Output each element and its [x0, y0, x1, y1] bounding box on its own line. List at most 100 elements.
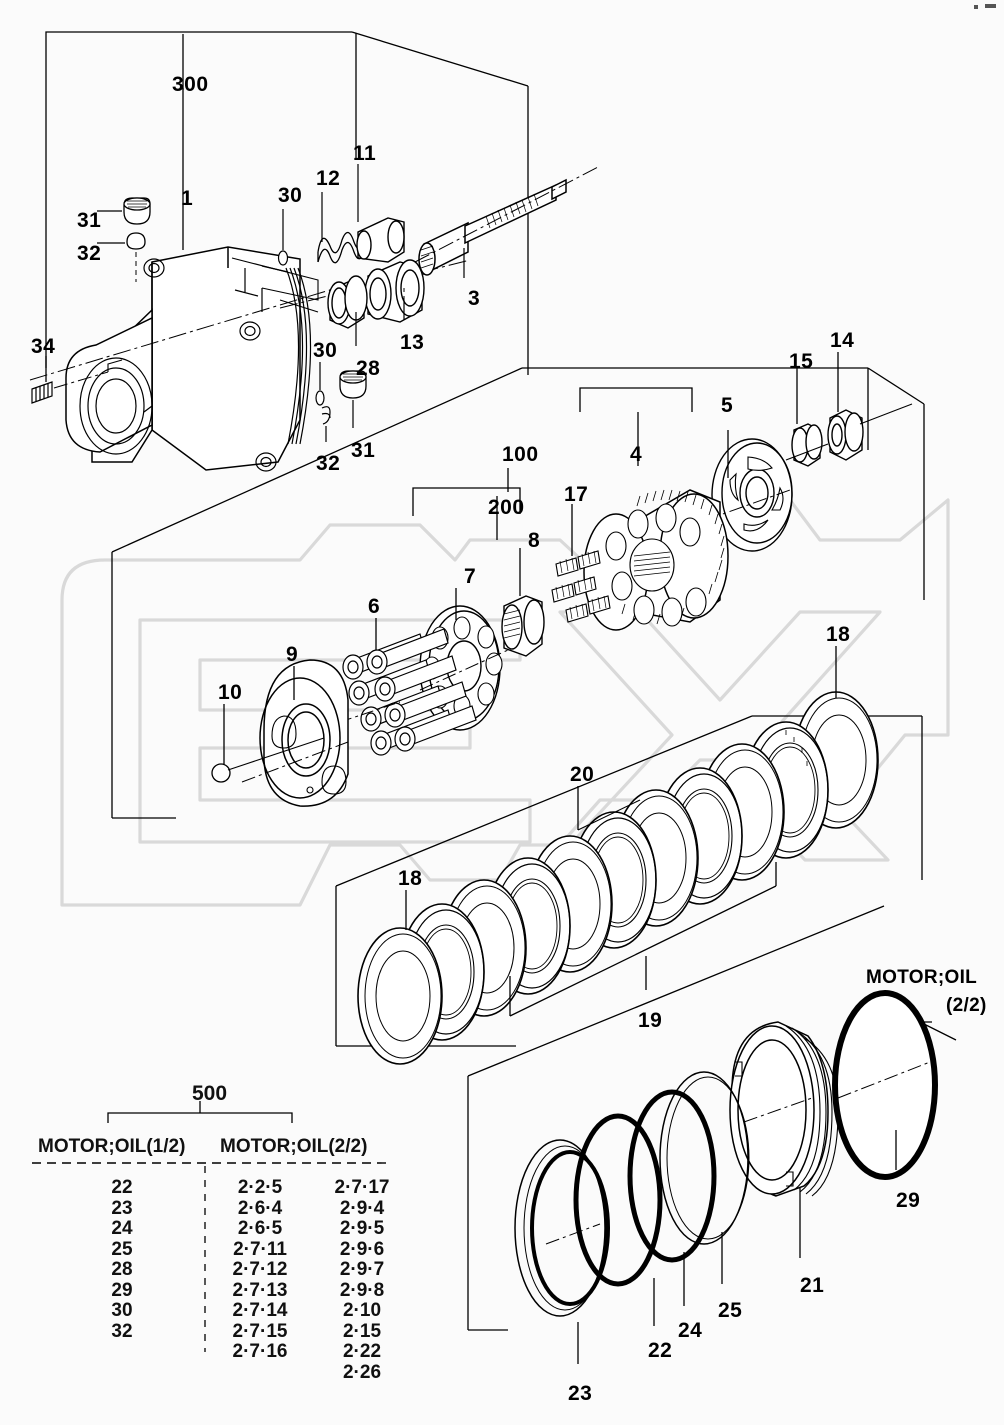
swash-plate-9-detail	[271, 715, 347, 795]
callout-19: 19	[638, 1009, 663, 1032]
table-cell: 2·7·14	[232, 1300, 288, 1321]
callout-11: 11	[353, 142, 377, 165]
callout-25: 25	[718, 1299, 743, 1322]
callout-31-upper: 31	[77, 209, 102, 232]
cylinder-block-4-splines	[633, 551, 671, 577]
callout-32-upper: 32	[77, 242, 102, 265]
axis-5	[705, 489, 791, 521]
callout-21: 21	[800, 1274, 825, 1297]
table-group-number: 500	[192, 1082, 228, 1105]
callout-18-bottom: 18	[398, 867, 423, 890]
callout-18-top: 18	[826, 623, 851, 646]
plug-31-top	[123, 197, 151, 225]
group-300-bracket	[45, 31, 529, 375]
table-cell: 22	[111, 1177, 133, 1198]
disc-18-bottom	[357, 927, 443, 1065]
motor-housing-detail	[79, 258, 312, 472]
table-cell: 23	[111, 1197, 133, 1219]
callout-29: 29	[896, 1189, 921, 1212]
bushing-8-splines	[503, 609, 521, 639]
callout-13: 13	[400, 331, 425, 354]
callout-31-lower: 31	[351, 439, 376, 462]
ball-32-top	[126, 232, 146, 250]
table-cell: 2·9·7	[339, 1259, 385, 1280]
axis-21	[743, 1097, 813, 1123]
callout-8: 8	[528, 529, 541, 552]
callout-7: 7	[464, 565, 477, 588]
pistons-6	[342, 628, 477, 756]
table-cell: 2·9·6	[339, 1238, 385, 1260]
callout-15: 15	[789, 350, 814, 373]
table-header-left: MOTOR;OIL(1/2)	[38, 1136, 186, 1157]
callout-12: 12	[316, 167, 341, 190]
bushing-8	[501, 595, 545, 657]
axis-shaft-3	[414, 165, 601, 263]
swash-plate-9	[259, 659, 349, 807]
cylinder-block-4-bores	[605, 503, 707, 627]
callout-23: 23	[568, 1382, 593, 1405]
oring-30-upper	[277, 250, 289, 266]
axis-23	[545, 1223, 601, 1245]
screw-34	[31, 381, 53, 404]
plug-31-lower-threads	[343, 373, 363, 381]
table-cell: 32	[111, 1320, 133, 1342]
ball-10	[211, 763, 231, 783]
group-100-bracket	[111, 367, 925, 819]
callout-17: 17	[564, 483, 589, 506]
callout-10: 10	[218, 681, 243, 704]
table-500-bracket	[107, 1101, 293, 1123]
table-cell: 2·26	[342, 1361, 382, 1383]
callout-34: 34	[31, 335, 56, 358]
screw-hole-34	[107, 359, 123, 372]
table-cell: 29	[111, 1279, 133, 1301]
shaft-3	[418, 178, 567, 276]
valve-plate-5	[711, 438, 793, 552]
axis-7	[419, 649, 509, 691]
table-cell: 2·6·5	[237, 1218, 283, 1239]
plug-31-top-threads	[127, 200, 147, 208]
table-cell: 2·7·13	[232, 1279, 288, 1301]
table-cell: 2·9·5	[339, 1218, 385, 1239]
bearing-13	[364, 259, 425, 323]
ring-25	[659, 1071, 750, 1245]
callout-14: 14	[830, 329, 855, 352]
callout-4: 4	[630, 443, 643, 466]
table-cell: 2·10	[342, 1300, 382, 1321]
axis-34	[53, 371, 109, 389]
oring-29	[832, 990, 938, 1180]
table-cell: 24	[111, 1218, 133, 1239]
table-cell: 2·6·4	[237, 1197, 283, 1219]
oring-30-lower	[315, 390, 325, 406]
callout-1: 1	[181, 187, 194, 210]
callout-9: 9	[286, 643, 299, 666]
callout-100: 100	[502, 443, 539, 466]
callout-6: 6	[368, 595, 381, 618]
axis-14	[859, 403, 913, 425]
disc-teeth-hint	[785, 730, 808, 766]
table-cell: 2·7·11	[233, 1238, 287, 1260]
table-cell: 2·15	[342, 1320, 382, 1342]
axis-29	[837, 1061, 931, 1099]
axis-15	[785, 443, 829, 461]
callout-32-lower: 32	[316, 452, 341, 475]
corner-artifact	[974, 4, 996, 9]
oring-24	[627, 1089, 717, 1263]
bracket-19	[509, 862, 777, 1017]
brake-piston-21	[729, 1021, 829, 1197]
axis-9	[241, 741, 349, 783]
table-cell: 2·7·12	[232, 1259, 288, 1280]
caption-motor-oil-2of2-line2: (2/2)	[946, 995, 987, 1016]
arrow-motor-oil-2-2	[919, 1021, 957, 1041]
callout-24: 24	[678, 1319, 703, 1342]
callout-20: 20	[570, 763, 595, 786]
table-cell: 2·22	[342, 1341, 382, 1362]
table-cell: 2·9·4	[339, 1197, 385, 1219]
callout-22: 22	[648, 1339, 673, 1362]
motor-housing-body	[65, 246, 301, 471]
table-cell: 2·7·17	[334, 1177, 390, 1198]
